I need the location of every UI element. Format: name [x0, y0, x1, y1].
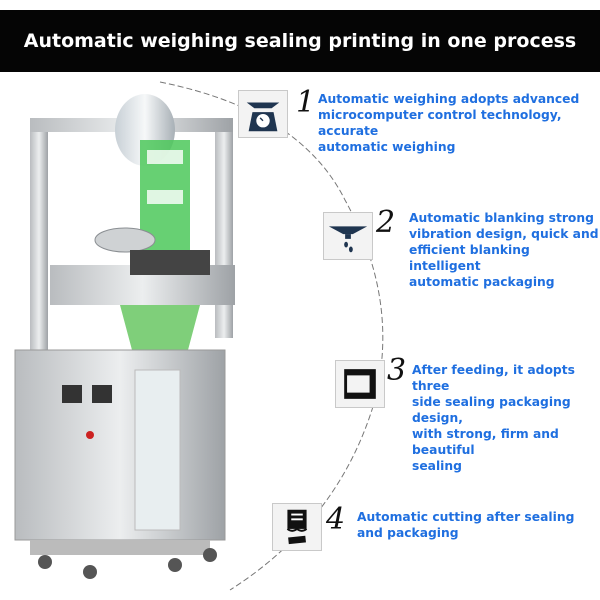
feature-text: After feeding, it adopts three side seal… — [412, 363, 575, 473]
hopper-icon — [323, 212, 373, 260]
feature-text: Automatic blanking strong vibration desi… — [409, 211, 599, 289]
scale-icon — [238, 90, 288, 138]
page-title: Automatic weighing sealing printing in o… — [23, 30, 577, 52]
step-number: 4 — [326, 502, 346, 537]
feature-text: Automatic cutting after sealing and pack… — [357, 510, 575, 540]
feature-text: Automatic weighing adopts advanced micro… — [318, 92, 580, 154]
seal-frame-icon — [335, 360, 385, 408]
header-banner: Automatic weighing sealing printing in o… — [0, 10, 600, 72]
step-number: 3 — [387, 353, 407, 388]
cutting-icon — [272, 503, 322, 551]
step-number: 1 — [296, 85, 316, 120]
step-number: 2 — [376, 205, 396, 240]
